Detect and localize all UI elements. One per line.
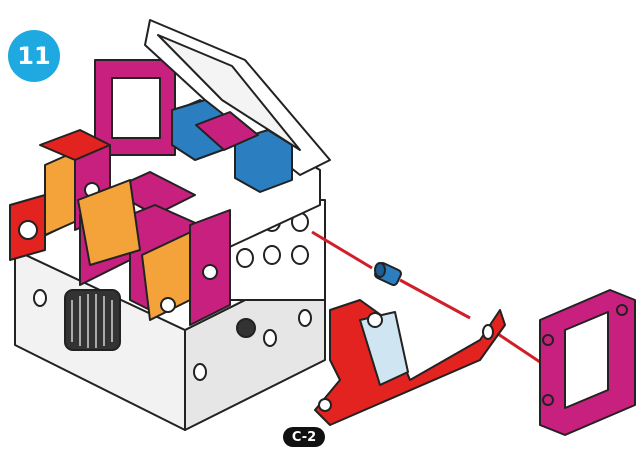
assembled-cube-model: [10, 20, 330, 430]
blue-axle-peg: [374, 262, 403, 287]
gear-icon: [65, 290, 120, 350]
page-label: C-2: [283, 427, 325, 447]
page-label-text: C-2: [292, 430, 316, 445]
red-mirror-bracket: [315, 300, 505, 425]
magenta-square-frame: [540, 290, 635, 435]
